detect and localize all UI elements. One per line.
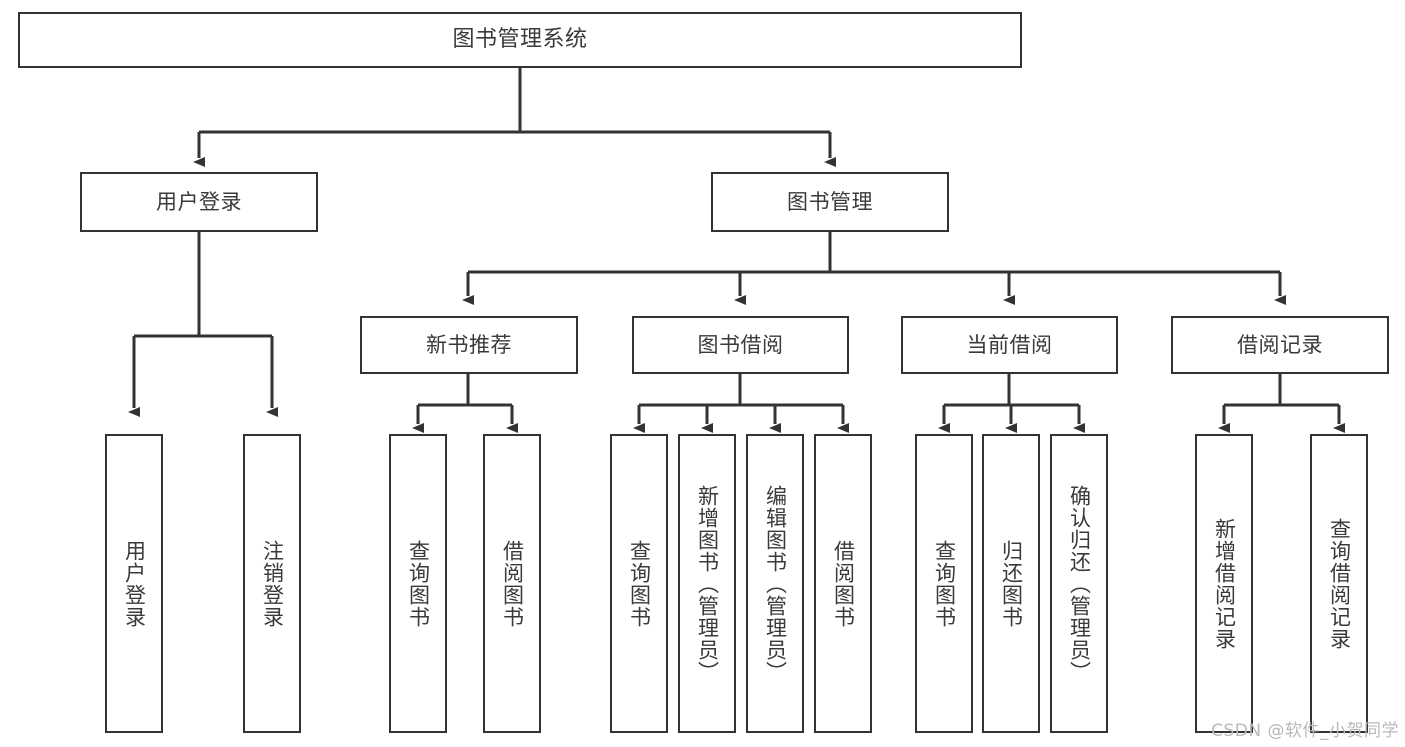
node-leaf-return-book[interactable]: 归还图书 (982, 434, 1040, 733)
node-leaf-borrow-book-1[interactable]: 借阅图书 (483, 434, 541, 733)
node-current-borrow-label: 当前借阅 (966, 332, 1053, 357)
node-borrow-record-label: 借阅记录 (1237, 332, 1323, 357)
node-leaf-return-book-label: 归还图书 (999, 539, 1024, 628)
node-leaf-query-book-2[interactable]: 查询图书 (610, 434, 668, 733)
node-book-borrow-label: 图书借阅 (697, 332, 784, 357)
node-book-manage[interactable]: 图书管理 (711, 172, 949, 232)
node-root[interactable]: 图书管理系统 (18, 12, 1022, 68)
node-leaf-borrow-book-2-label: 借阅图书 (831, 539, 856, 628)
node-leaf-add-book[interactable]: 新增图书（管理员） (678, 434, 736, 733)
node-new-book-rec-label: 新书推荐 (426, 332, 512, 357)
node-leaf-query-record[interactable]: 查询借阅记录 (1310, 434, 1368, 733)
node-new-book-rec[interactable]: 新书推荐 (360, 316, 578, 374)
node-leaf-edit-book-label: 编辑图书（管理员） (763, 484, 788, 683)
node-root-label: 图书管理系统 (452, 27, 588, 52)
node-leaf-query-book-3-label: 查询图书 (932, 539, 957, 628)
node-leaf-borrow-book-2[interactable]: 借阅图书 (814, 434, 872, 733)
node-leaf-confirm-return[interactable]: 确认归还（管理员） (1050, 434, 1108, 733)
node-leaf-user-login-label: 用户登录 (122, 539, 147, 628)
node-leaf-user-login[interactable]: 用户登录 (105, 434, 163, 733)
node-leaf-borrow-book-1-label: 借阅图书 (500, 539, 525, 628)
node-leaf-query-record-label: 查询借阅记录 (1327, 517, 1352, 650)
node-user-login[interactable]: 用户登录 (80, 172, 318, 232)
node-leaf-edit-book[interactable]: 编辑图书（管理员） (746, 434, 804, 733)
node-current-borrow[interactable]: 当前借阅 (901, 316, 1118, 374)
node-leaf-logout[interactable]: 注销登录 (243, 434, 301, 733)
node-leaf-query-book-1-label: 查询图书 (406, 539, 431, 628)
node-book-manage-label: 图书管理 (787, 189, 873, 214)
node-leaf-logout-label: 注销登录 (260, 539, 285, 628)
node-leaf-query-book-1[interactable]: 查询图书 (389, 434, 447, 733)
node-book-borrow[interactable]: 图书借阅 (632, 316, 849, 374)
node-leaf-query-book-3[interactable]: 查询图书 (915, 434, 973, 733)
node-leaf-add-record[interactable]: 新增借阅记录 (1195, 434, 1253, 733)
node-leaf-add-book-label: 新增图书（管理员） (695, 484, 720, 683)
node-borrow-record[interactable]: 借阅记录 (1171, 316, 1389, 374)
node-leaf-add-record-label: 新增借阅记录 (1212, 517, 1237, 650)
node-leaf-confirm-return-label: 确认归还（管理员） (1067, 484, 1092, 683)
csdn-watermark: CSDN @软件_小贺同学 (1211, 721, 1399, 741)
node-leaf-query-book-2-label: 查询图书 (627, 539, 652, 628)
node-user-login-label: 用户登录 (156, 189, 242, 214)
